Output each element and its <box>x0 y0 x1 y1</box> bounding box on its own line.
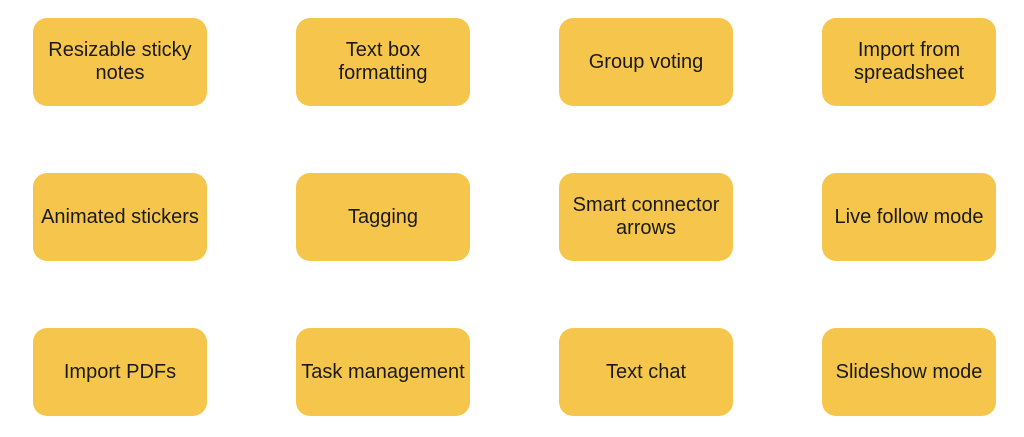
card-live-follow-mode[interactable]: Live follow mode <box>822 173 996 261</box>
card-slideshow-mode[interactable]: Slideshow mode <box>822 328 996 416</box>
card-label: Animated stickers <box>41 205 199 228</box>
card-label: Tagging <box>347 205 419 228</box>
card-task-management[interactable]: Task management <box>296 328 470 416</box>
card-label: Slideshow mode <box>835 360 983 383</box>
card-label: Task management <box>301 360 465 383</box>
card-import-pdfs[interactable]: Import PDFs <box>33 328 207 416</box>
card-resizable-sticky-notes[interactable]: Resizable sticky notes <box>33 18 207 106</box>
card-import-from-spreadsheet[interactable]: Import from spreadsheet <box>822 18 996 106</box>
card-text-chat[interactable]: Text chat <box>559 328 733 416</box>
card-label: Group voting <box>588 50 704 73</box>
card-label: Import from spreadsheet <box>853 39 965 84</box>
card-label: Import PDFs <box>63 360 177 383</box>
card-label: Resizable sticky notes <box>48 39 192 84</box>
card-label: Smart connector arrows <box>572 194 720 239</box>
card-text-box-formatting[interactable]: Text box formatting <box>296 18 470 106</box>
card-label: Live follow mode <box>834 205 984 228</box>
card-tagging[interactable]: Tagging <box>296 173 470 261</box>
card-animated-stickers[interactable]: Animated stickers <box>33 173 207 261</box>
card-label: Text chat <box>605 360 687 383</box>
card-smart-connector-arrows[interactable]: Smart connector arrows <box>559 173 733 261</box>
card-label: Text box formatting <box>338 39 428 84</box>
card-group-voting[interactable]: Group voting <box>559 18 733 106</box>
